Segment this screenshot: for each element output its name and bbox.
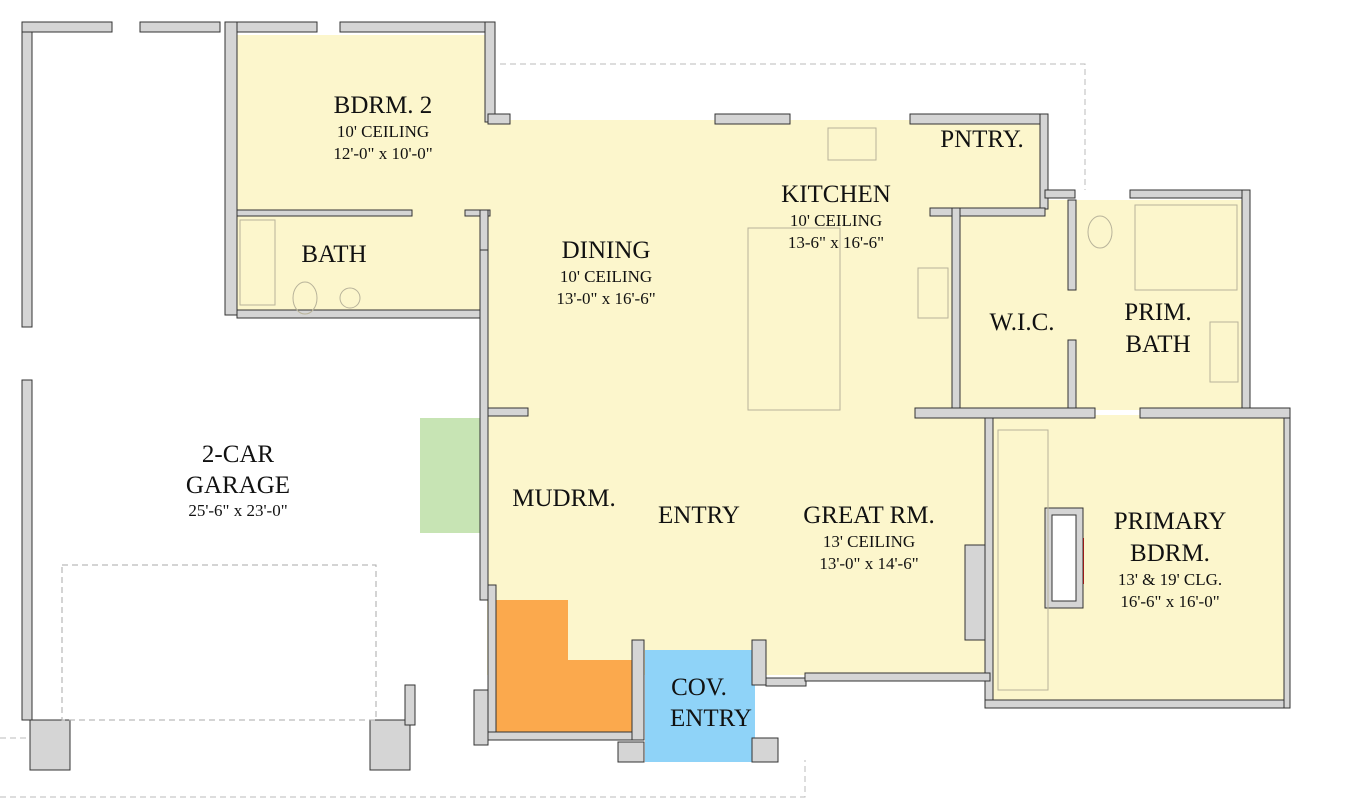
bdrm2-ceiling: 10' CEILING bbox=[337, 122, 429, 141]
great-room-label: GREAT RM. bbox=[803, 502, 935, 529]
prim-bath-label-2: BATH bbox=[1125, 331, 1190, 358]
bathtub bbox=[239, 219, 276, 306]
toilet bbox=[292, 281, 318, 315]
garage-size: 25'-6" x 23'-0" bbox=[188, 501, 287, 520]
wic-label: W.I.C. bbox=[989, 309, 1054, 336]
primary-bdrm-area bbox=[990, 415, 1285, 705]
roof-outline bbox=[500, 63, 1086, 190]
kitchen-island bbox=[747, 227, 841, 411]
primary-bdrm-label-2: BDRM. bbox=[1130, 540, 1210, 567]
dining-ceiling: 10' CEILING bbox=[560, 267, 652, 286]
tub bbox=[1209, 321, 1239, 383]
great-room-ceiling: 13' CEILING bbox=[823, 532, 915, 551]
pantry-label: PNTRY. bbox=[940, 126, 1024, 153]
bath-label: BATH bbox=[301, 241, 366, 268]
dining-label: DINING bbox=[562, 237, 651, 264]
dining-size: 13'-0" x 16'-6" bbox=[556, 289, 655, 308]
garage-label-1: 2-CAR bbox=[202, 441, 275, 468]
mudroom-label: MUDRM. bbox=[512, 485, 616, 512]
entry-label: ENTRY bbox=[658, 502, 740, 529]
stair-landing bbox=[568, 582, 632, 660]
bdrm2-area bbox=[237, 35, 487, 313]
kitchen-size: 13-6" x 16'-6" bbox=[788, 233, 884, 252]
kitchen-label: KITCHEN bbox=[781, 181, 891, 208]
sink bbox=[339, 287, 361, 309]
cov-entry-label-1: COV. bbox=[671, 674, 727, 701]
room-labels: BDRM. 2 10' CEILING 12'-0" x 10'-0" BATH… bbox=[186, 92, 1226, 732]
prim-toilet bbox=[1087, 215, 1113, 249]
great-room-size: 13'-0" x 14'-6" bbox=[819, 554, 918, 573]
primary-bdrm-ceiling: 13' & 19' CLG. bbox=[1118, 570, 1222, 589]
room-fills bbox=[237, 35, 1285, 762]
shower bbox=[1134, 204, 1238, 291]
bdrm2-size: 12'-0" x 10'-0" bbox=[333, 144, 432, 163]
cov-entry-label-2: ENTRY bbox=[670, 705, 752, 732]
kitchen-ceiling: 10' CEILING bbox=[790, 211, 882, 230]
covered-entry bbox=[645, 650, 755, 762]
primary-bdrm-size: 16'-6" x 16'-0" bbox=[1120, 592, 1219, 611]
primary-bdrm-label-1: PRIMARY bbox=[1114, 508, 1227, 535]
prim-bath-label-1: PRIM. bbox=[1124, 299, 1191, 326]
stairs-down bbox=[420, 418, 480, 533]
bdrm2-label: BDRM. 2 bbox=[334, 92, 433, 119]
walls bbox=[21, 21, 1291, 771]
stair-outline bbox=[997, 429, 1049, 691]
range bbox=[917, 267, 949, 319]
garage-label-2: GARAGE bbox=[186, 472, 290, 499]
fixtures bbox=[61, 127, 1239, 721]
wic-bath-area bbox=[955, 200, 1245, 410]
kitchen-sink bbox=[827, 127, 877, 161]
garage-car-outline bbox=[61, 564, 377, 721]
